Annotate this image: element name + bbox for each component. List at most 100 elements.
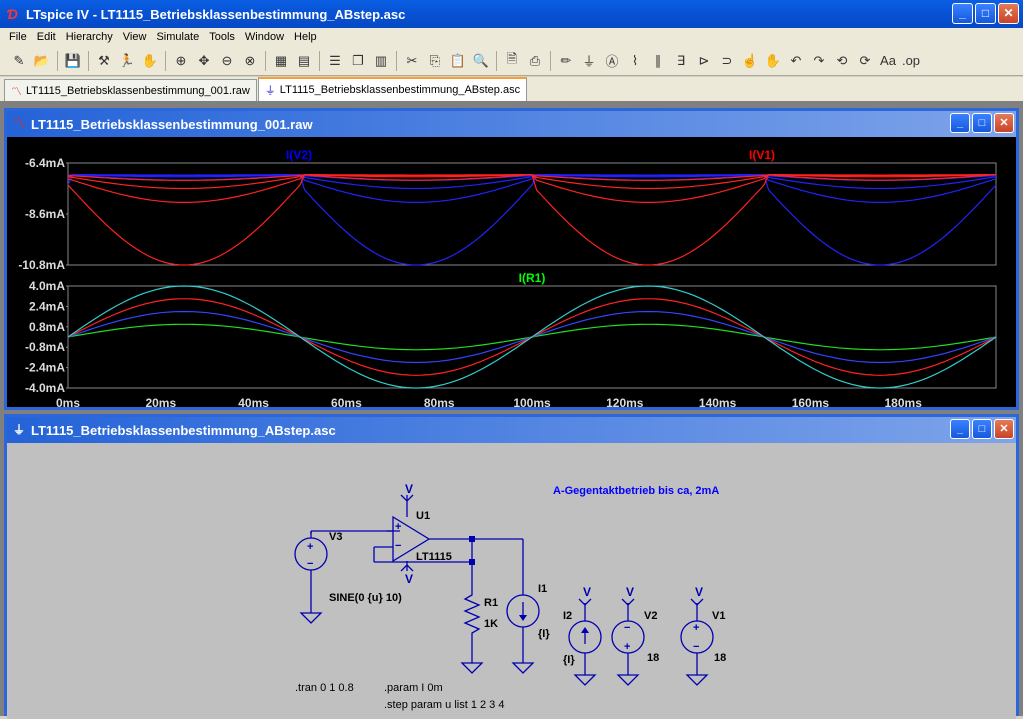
- menu-hierarchy[interactable]: Hierarchy: [65, 31, 113, 43]
- cascade-icon[interactable]: ❐: [352, 52, 364, 68]
- mdi-area: 〽 LT1115_Betriebsklassenbestimmung_001.r…: [0, 101, 1023, 719]
- restore-button[interactable]: □: [975, 3, 996, 24]
- undo-icon[interactable]: ↶: [790, 52, 802, 68]
- document-tab[interactable]: ⏚LT1115_Betriebsklassenbestimmung_ABstep…: [257, 77, 528, 101]
- schematic-window-title-bar[interactable]: ⏚ LT1115_Betriebsklassenbestimmung_ABste…: [7, 417, 1016, 443]
- svg-text:−: −: [624, 622, 630, 634]
- u1-label: U1: [416, 510, 430, 522]
- schematic-window[interactable]: ⏚ LT1115_Betriebsklassenbestimmung_ABste…: [4, 414, 1019, 719]
- print-preview-icon[interactable]: 🗎: [506, 50, 518, 66]
- x-tick-label: 100ms: [513, 396, 551, 407]
- label-net-icon[interactable]: Ⓐ: [605, 54, 619, 69]
- schematic-close-button[interactable]: ✕: [994, 419, 1014, 439]
- vplus-flag: [400, 494, 414, 502]
- svg-text:+: +: [693, 622, 699, 634]
- halt-icon[interactable]: ✋: [141, 52, 159, 68]
- capacitor-icon[interactable]: ∥: [654, 52, 662, 68]
- drag-icon[interactable]: ✋: [764, 52, 782, 68]
- waveform-close-button[interactable]: ✕: [994, 113, 1014, 133]
- menu-simulate[interactable]: Simulate: [156, 31, 200, 43]
- opamp-symbol: [392, 515, 431, 563]
- inductor-icon[interactable]: ∃: [676, 52, 686, 68]
- trace-iv2-u3: [67, 173, 997, 204]
- v3-label: V3: [329, 531, 342, 543]
- i2-label: I2: [563, 610, 572, 622]
- rotate-icon[interactable]: ⟲: [836, 52, 848, 68]
- waveform-window[interactable]: 〽 LT1115_Betriebsklassenbestimmung_001.r…: [4, 108, 1019, 410]
- redo-icon[interactable]: ↷: [813, 52, 825, 68]
- zoom-in-icon[interactable]: ⊕: [175, 52, 187, 68]
- schematic-icon: ⏚: [12, 423, 25, 437]
- svg-text:V: V: [405, 482, 413, 496]
- schematic-canvas[interactable]: +− +− −+ +− V V V V V V3 U1 LT1115 SINE(…: [7, 443, 1016, 719]
- copy-icon[interactable]: ⎘: [429, 52, 441, 68]
- u1-model-label: LT1115: [416, 551, 452, 563]
- resistor-icon[interactable]: ⌇: [631, 52, 639, 68]
- zoom-out-icon[interactable]: ⊖: [221, 52, 233, 68]
- trace-label[interactable]: I(V2): [286, 148, 312, 162]
- waveform-window-title-bar[interactable]: 〽 LT1115_Betriebsklassenbestimmung_001.r…: [7, 111, 1016, 137]
- schematic-annotation[interactable]: A-Gegentaktbetrieb bis ca, 2mA: [553, 485, 719, 497]
- waveform-icon: 〽: [12, 117, 25, 131]
- run-icon[interactable]: 🏃: [118, 52, 136, 68]
- spice-directive-icon[interactable]: .op: [901, 53, 921, 68]
- mirror-icon[interactable]: ⟳: [859, 52, 871, 68]
- control-panel-icon[interactable]: ⚒: [98, 52, 110, 68]
- schematic-maximize-button[interactable]: □: [972, 419, 992, 439]
- cut-icon[interactable]: ✂: [406, 52, 418, 68]
- y-tick-label: -2.4mA: [25, 361, 65, 375]
- svg-text:−: −: [307, 558, 313, 570]
- move-icon[interactable]: ☝: [741, 52, 759, 68]
- new-schematic-icon[interactable]: ✎: [13, 52, 25, 68]
- step-directive[interactable]: .step param u list 1 2 3 4: [384, 699, 504, 711]
- tab-label: LT1115_Betriebsklassenbestimmung_001.raw: [26, 84, 250, 97]
- y-tick-label: -8.6mA: [25, 207, 65, 221]
- text-icon[interactable]: Aa: [880, 53, 896, 68]
- save-icon[interactable]: 💾: [64, 52, 82, 68]
- trace-label[interactable]: I(V1): [749, 148, 775, 162]
- menu-help[interactable]: Help: [294, 31, 317, 43]
- pan-icon[interactable]: ✥: [198, 52, 210, 68]
- autorange-icon[interactable]: ▦: [274, 52, 288, 68]
- menu-window[interactable]: Window: [244, 31, 285, 43]
- ground-icon[interactable]: ⏚: [582, 54, 596, 69]
- waveform-maximize-button[interactable]: □: [972, 113, 992, 133]
- tran-directive[interactable]: .tran 0 1 0.8: [295, 682, 354, 694]
- menu-tools[interactable]: Tools: [209, 31, 235, 43]
- waveform-minimize-button[interactable]: _: [950, 113, 970, 133]
- waveform-plot[interactable]: -6.4mA-8.6mA-10.8mAI(V2)I(V1)4.0mA2.4mA0…: [7, 137, 1016, 407]
- y-tick-label: 2.4mA: [29, 299, 65, 313]
- app-title-bar[interactable]: Ɗ LTspice IV - LT1115_Betriebsklassenbes…: [0, 0, 1023, 28]
- tile-vertical-icon[interactable]: ▥: [374, 52, 388, 68]
- print-icon[interactable]: ⎙: [529, 52, 541, 68]
- zoom-fit-icon[interactable]: ⊗: [244, 52, 256, 68]
- diode-icon[interactable]: ⊳: [698, 52, 710, 68]
- fft-icon[interactable]: ▤: [297, 52, 311, 68]
- x-tick-label: 140ms: [699, 396, 737, 407]
- vminus-flag: [400, 564, 414, 572]
- menu-view[interactable]: View: [122, 31, 147, 43]
- schematic-minimize-button[interactable]: _: [950, 419, 970, 439]
- find-icon[interactable]: 🔍: [472, 52, 490, 68]
- document-tabs: 〽LT1115_Betriebsklassenbestimmung_001.ra…: [0, 77, 1023, 101]
- tile-horizontal-icon[interactable]: ☰: [329, 52, 341, 68]
- paste-icon[interactable]: 📋: [449, 52, 467, 68]
- y-tick-label: -4.0mA: [25, 381, 65, 395]
- schematic-drawing[interactable]: +− +− −+ +− V V V V V V3 U1 LT1115 SINE(…: [7, 443, 1016, 719]
- param-directive[interactable]: .param I 0m: [384, 682, 443, 694]
- ltspice-icon[interactable]: Ɗ: [6, 6, 18, 22]
- close-button[interactable]: ✕: [998, 3, 1019, 24]
- draw-wire-icon[interactable]: ✏: [560, 52, 572, 68]
- open-icon[interactable]: 📂: [33, 52, 51, 68]
- toolbar-separator: [57, 50, 58, 71]
- component-icon[interactable]: ⊃: [721, 52, 733, 68]
- app-title: LTspice IV - LT1115_Betriebsklassenbesti…: [26, 6, 406, 22]
- menu-file[interactable]: File: [9, 31, 27, 43]
- document-tab[interactable]: 〽LT1115_Betriebsklassenbestimmung_001.ra…: [4, 79, 257, 101]
- v3-value: SINE(0 {u} 10): [329, 592, 402, 604]
- trace-label[interactable]: I(R1): [519, 271, 546, 285]
- menu-edit[interactable]: Edit: [36, 31, 56, 43]
- minimize-button[interactable]: _: [952, 3, 973, 24]
- v2-value: 18: [647, 652, 659, 664]
- i1-label: I1: [538, 583, 547, 595]
